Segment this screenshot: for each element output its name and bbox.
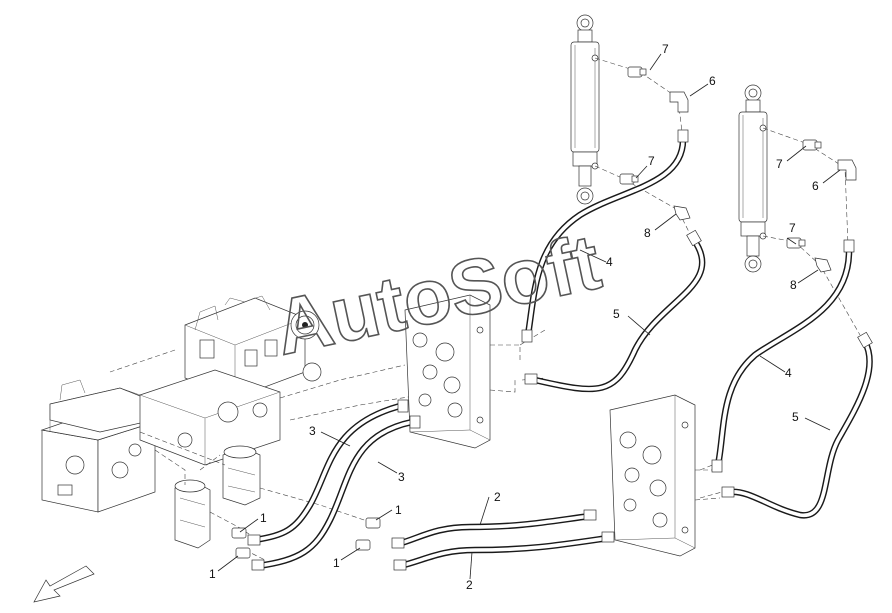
- hose-2-lower: [396, 534, 612, 570]
- callout-3-upper: 3: [309, 424, 316, 438]
- mounting-plate-right: [609, 394, 721, 557]
- adapter-1-c: [365, 517, 381, 529]
- callout-3-lower: 3: [398, 470, 405, 484]
- callout-5-left: 5: [613, 307, 620, 321]
- elbow-6-left: [669, 91, 689, 113]
- hydraulic-cylinder-left: [570, 14, 600, 205]
- elbow-8-left: [673, 205, 691, 221]
- hose-3-lower: [254, 418, 416, 570]
- callout-8-right: 8: [790, 278, 797, 292]
- adapter-1-d: [355, 539, 371, 551]
- hose-5-right: [726, 338, 873, 519]
- hose-2-upper: [394, 512, 594, 548]
- callout-6-left: 6: [709, 74, 716, 88]
- callout-8-left: 8: [644, 226, 651, 240]
- adapter-7-upper-left: [627, 66, 647, 78]
- callout-1-a: 1: [260, 511, 267, 525]
- valve-block-assembly: [40, 295, 421, 561]
- hoses: [247, 129, 873, 571]
- adapter-1-b: [235, 547, 251, 559]
- callout-6-right: 6: [812, 179, 819, 193]
- callout-4-left: 4: [606, 255, 613, 269]
- adapter-7-upper-right: [802, 139, 822, 151]
- callout-2-upper: 2: [494, 490, 501, 504]
- elbow-6-right: [837, 159, 857, 181]
- callout-7-upper-right: 7: [776, 157, 783, 171]
- elbow-8-right: [814, 257, 832, 273]
- mounting-plate-left: [404, 294, 521, 449]
- hose-4-right: [714, 246, 853, 469]
- hose-4-left: [524, 136, 687, 339]
- callout-7-lower-left: 7: [648, 154, 655, 168]
- callout-labels: 7 6 7 8 5 4 7 6 7 8 4 5 3 3 2 2 1 1 1 1: [209, 42, 819, 592]
- hose-5-left: [531, 236, 706, 393]
- callout-7-lower-right: 7: [789, 221, 796, 235]
- callout-1-d: 1: [333, 556, 340, 570]
- callout-2-lower: 2: [466, 578, 473, 592]
- callout-5-right: 5: [792, 410, 799, 424]
- direction-arrow-icon: [33, 565, 95, 603]
- callout-4-right: 4: [785, 366, 792, 380]
- hydraulic-cylinder-right: [738, 84, 768, 273]
- callout-7-upper-left: 7: [662, 42, 669, 56]
- hose-3-upper: [251, 402, 404, 544]
- adapter-7-lower-left: [619, 173, 639, 185]
- callout-1-b: 1: [209, 567, 216, 581]
- callout-leaders: [217, 53, 841, 580]
- callout-1-c: 1: [395, 503, 402, 517]
